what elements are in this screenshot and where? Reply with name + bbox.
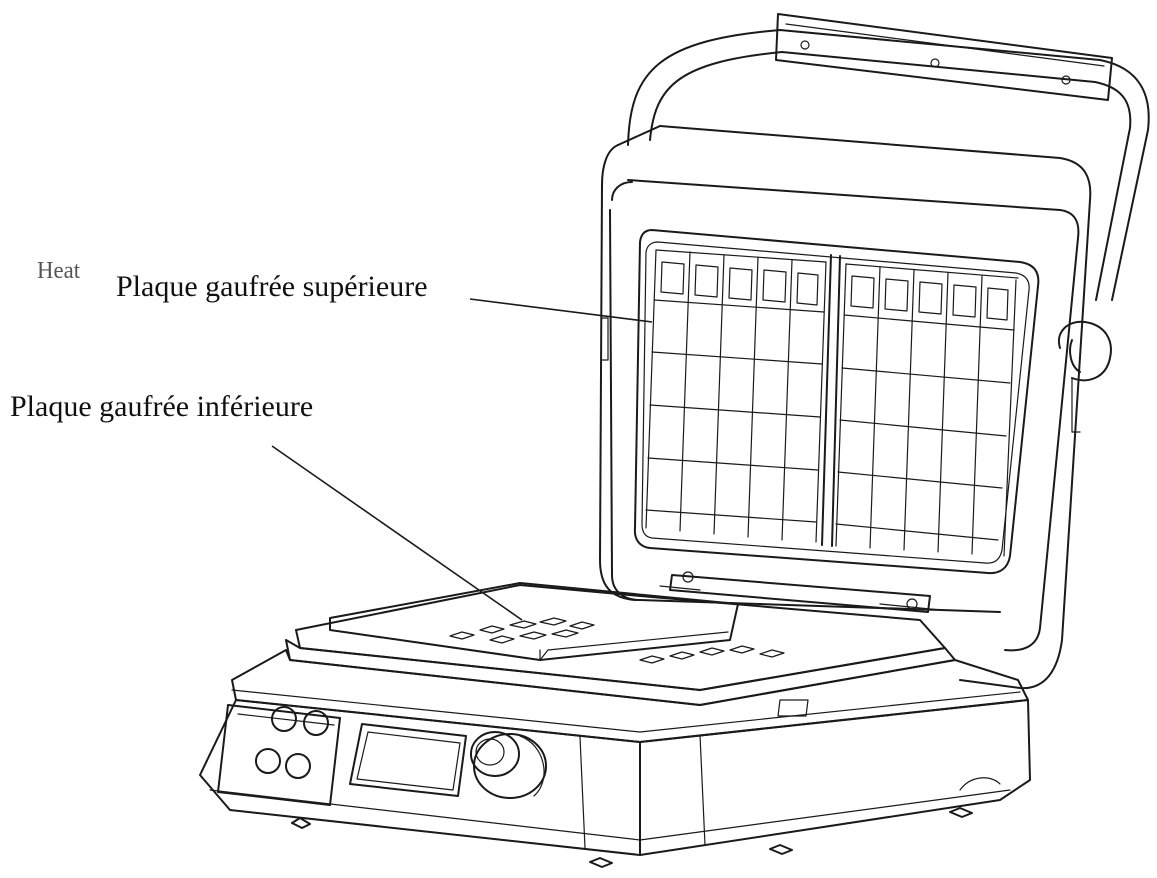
lid-shell (599, 125, 1112, 690)
truncated-label-fragment: Heat (37, 258, 81, 284)
upper-plate-waffle-cells (645, 249, 1019, 557)
button-top-right[interactable] (303, 710, 329, 736)
control-panel (217, 704, 547, 806)
button-top-left[interactable] (271, 706, 297, 732)
lid-handle (627, 13, 1150, 301)
upper-waffle-plate (633, 229, 1040, 575)
button-bottom-right[interactable] (285, 753, 311, 779)
base-body (199, 639, 1031, 868)
lower-waffle-plate (295, 582, 946, 691)
control-knob[interactable] (473, 733, 547, 799)
button-bottom-left[interactable] (255, 748, 281, 774)
display-screen (349, 723, 467, 797)
leader-line-lower-plate (271, 445, 523, 621)
leader-line-upper-plate (469, 298, 653, 323)
hinge (659, 571, 941, 613)
upper-plate-label: Plaque gaufrée supérieure (114, 270, 430, 304)
lower-plate-label: Plaque gaufrée inférieure (10, 390, 314, 423)
